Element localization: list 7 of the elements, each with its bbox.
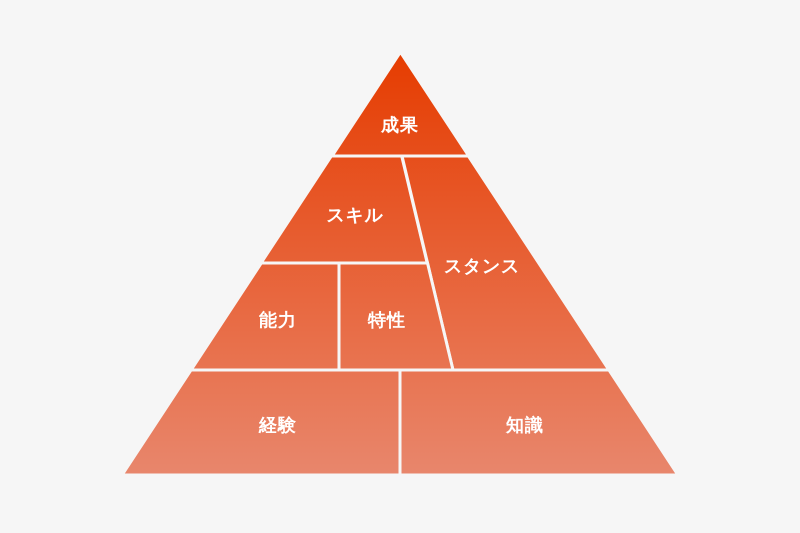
segment-label: 特性 (368, 309, 406, 332)
segment-label: スキル (326, 204, 384, 227)
segment-label: 成果 (380, 114, 419, 137)
segment-label: 能力 (259, 309, 297, 332)
segment-label: 経験 (259, 414, 297, 437)
segment-label: スタンス (444, 255, 520, 278)
segment-label: 知識 (506, 414, 544, 437)
